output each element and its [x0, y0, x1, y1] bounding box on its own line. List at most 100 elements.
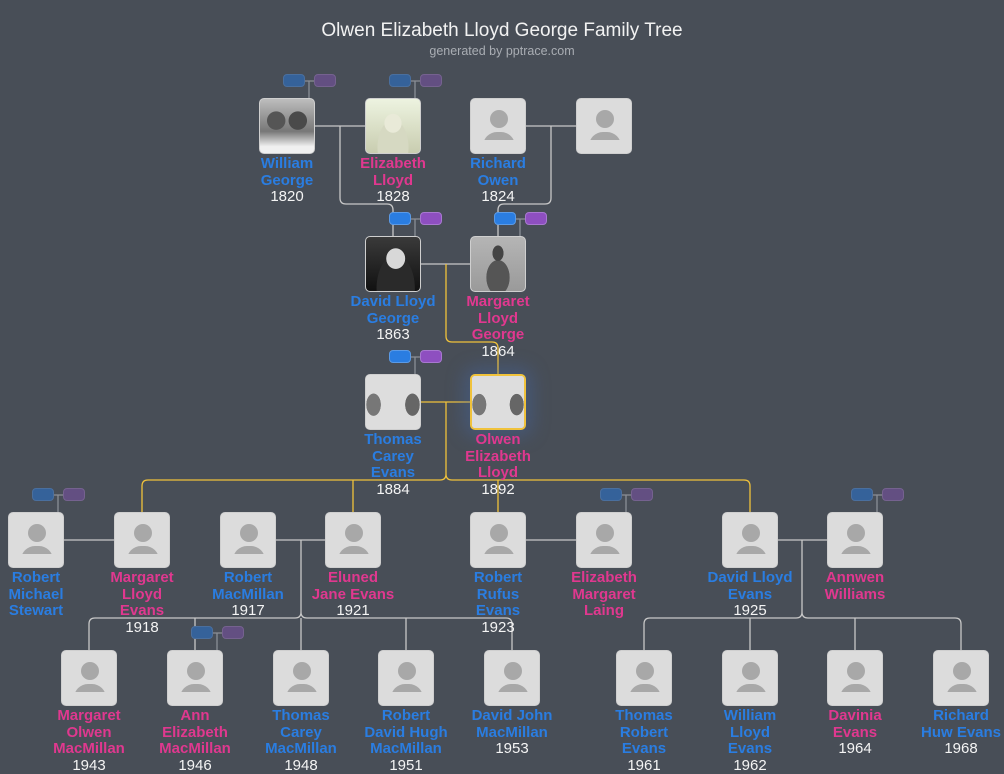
person-card[interactable]	[365, 374, 421, 430]
person-name[interactable]: Robert David Hugh MacMillan	[364, 707, 448, 757]
person-card[interactable]	[933, 650, 989, 706]
person-card[interactable]	[259, 98, 315, 154]
person-card[interactable]	[114, 512, 170, 568]
father-toggle-button[interactable]	[389, 350, 411, 363]
person-name[interactable]: Annwen Williams	[824, 569, 886, 603]
person-card[interactable]	[616, 650, 672, 706]
person-card[interactable]	[365, 98, 421, 154]
person-name[interactable]: Richard Huw Evans	[920, 707, 1002, 741]
person-name[interactable]: William George	[260, 155, 314, 189]
person-name[interactable]: Ann Elizabeth MacMillan	[159, 707, 231, 757]
person-card[interactable]	[61, 650, 117, 706]
person-card[interactable]	[470, 512, 526, 568]
person-card[interactable]	[576, 98, 632, 154]
person-birth-year: 1917	[231, 602, 265, 619]
mother-toggle-button[interactable]	[314, 74, 336, 87]
person-name[interactable]: Margaret Olwen MacMillan	[53, 707, 125, 757]
person-birth-year: 1923	[481, 618, 515, 636]
person-name[interactable]: Elizabeth Lloyd	[360, 155, 426, 189]
person-name[interactable]: Eluned Jane Evans	[311, 569, 395, 603]
person-name[interactable]: William Lloyd Evans	[723, 707, 777, 757]
father-toggle-button[interactable]	[389, 212, 411, 225]
person-birth-year: 1864	[481, 342, 515, 360]
person-card[interactable]	[470, 236, 526, 292]
mother-toggle-button[interactable]	[631, 488, 653, 501]
person-birth-year: 1925	[733, 602, 767, 619]
person-card[interactable]	[722, 512, 778, 568]
person-name[interactable]: David Lloyd Evans	[707, 569, 793, 603]
person-birth-year: 1918	[125, 618, 159, 636]
person-name[interactable]: Thomas Carey Evans	[364, 431, 422, 481]
person-name[interactable]: David Lloyd George	[350, 293, 436, 327]
person-card[interactable]	[470, 98, 526, 154]
person-card[interactable]	[576, 512, 632, 568]
father-toggle-button[interactable]	[851, 488, 873, 501]
person-card[interactable]	[220, 512, 276, 568]
person-name[interactable]: Robert Rufus Evans	[473, 569, 523, 619]
person-birth-year: 1951	[389, 756, 423, 774]
toggle-connector	[54, 494, 63, 512]
person-name[interactable]: Elizabeth Margaret Laing	[571, 569, 637, 619]
person-card[interactable]	[325, 512, 381, 568]
person-card[interactable]	[8, 512, 64, 568]
person-card[interactable]	[365, 236, 421, 292]
toggle-connector	[873, 494, 882, 512]
person-birth-year: 1964	[838, 740, 872, 757]
father-toggle-button[interactable]	[283, 74, 305, 87]
person-photo	[472, 376, 524, 428]
mother-toggle-button[interactable]	[525, 212, 547, 225]
lineage-link	[141, 402, 751, 512]
person-photo	[366, 99, 420, 153]
mother-toggle-button[interactable]	[63, 488, 85, 501]
person-birth-year: 1943	[72, 756, 106, 774]
person-name[interactable]: Margaret Lloyd Evans	[110, 569, 174, 619]
person-card[interactable]	[827, 512, 883, 568]
person-name[interactable]: Richard Owen	[470, 155, 526, 189]
children-link	[643, 539, 962, 650]
person-card[interactable]	[378, 650, 434, 706]
person-birth-year: 1884	[376, 480, 410, 498]
person-name[interactable]: David John MacMillan	[471, 707, 553, 741]
father-toggle-button[interactable]	[494, 212, 516, 225]
page-subtitle: generated by pptrace.com	[429, 44, 575, 58]
person-name[interactable]: Davinia Evans	[828, 707, 882, 741]
focus-person-card[interactable]	[470, 374, 526, 430]
person-name[interactable]: Olwen Elizabeth Lloyd	[465, 431, 531, 481]
person-card[interactable]	[167, 650, 223, 706]
mother-toggle-button[interactable]	[420, 212, 442, 225]
person-name[interactable]: Thomas Robert Evans	[615, 707, 673, 757]
toggle-connector	[411, 80, 420, 98]
father-toggle-button[interactable]	[191, 626, 213, 639]
person-name[interactable]: Margaret Lloyd George	[466, 293, 530, 343]
father-toggle-button[interactable]	[32, 488, 54, 501]
person-birth-year: 1921	[336, 602, 370, 619]
person-name[interactable]: Thomas Carey MacMillan	[265, 707, 337, 757]
person-birth-year: 1820	[270, 188, 304, 205]
mother-toggle-button[interactable]	[420, 74, 442, 87]
father-toggle-button[interactable]	[600, 488, 622, 501]
page-title: Olwen Elizabeth Lloyd George Family Tree	[321, 20, 683, 41]
mother-toggle-button[interactable]	[222, 626, 244, 639]
mother-toggle-button[interactable]	[420, 350, 442, 363]
person-card[interactable]	[722, 650, 778, 706]
person-card[interactable]	[827, 650, 883, 706]
person-card[interactable]	[273, 650, 329, 706]
mother-toggle-button[interactable]	[882, 488, 904, 501]
person-name[interactable]: Robert MacMillan	[212, 569, 284, 603]
person-name[interactable]: Robert Michael Stewart	[8, 569, 64, 619]
person-card[interactable]	[484, 650, 540, 706]
father-toggle-button[interactable]	[389, 74, 411, 87]
